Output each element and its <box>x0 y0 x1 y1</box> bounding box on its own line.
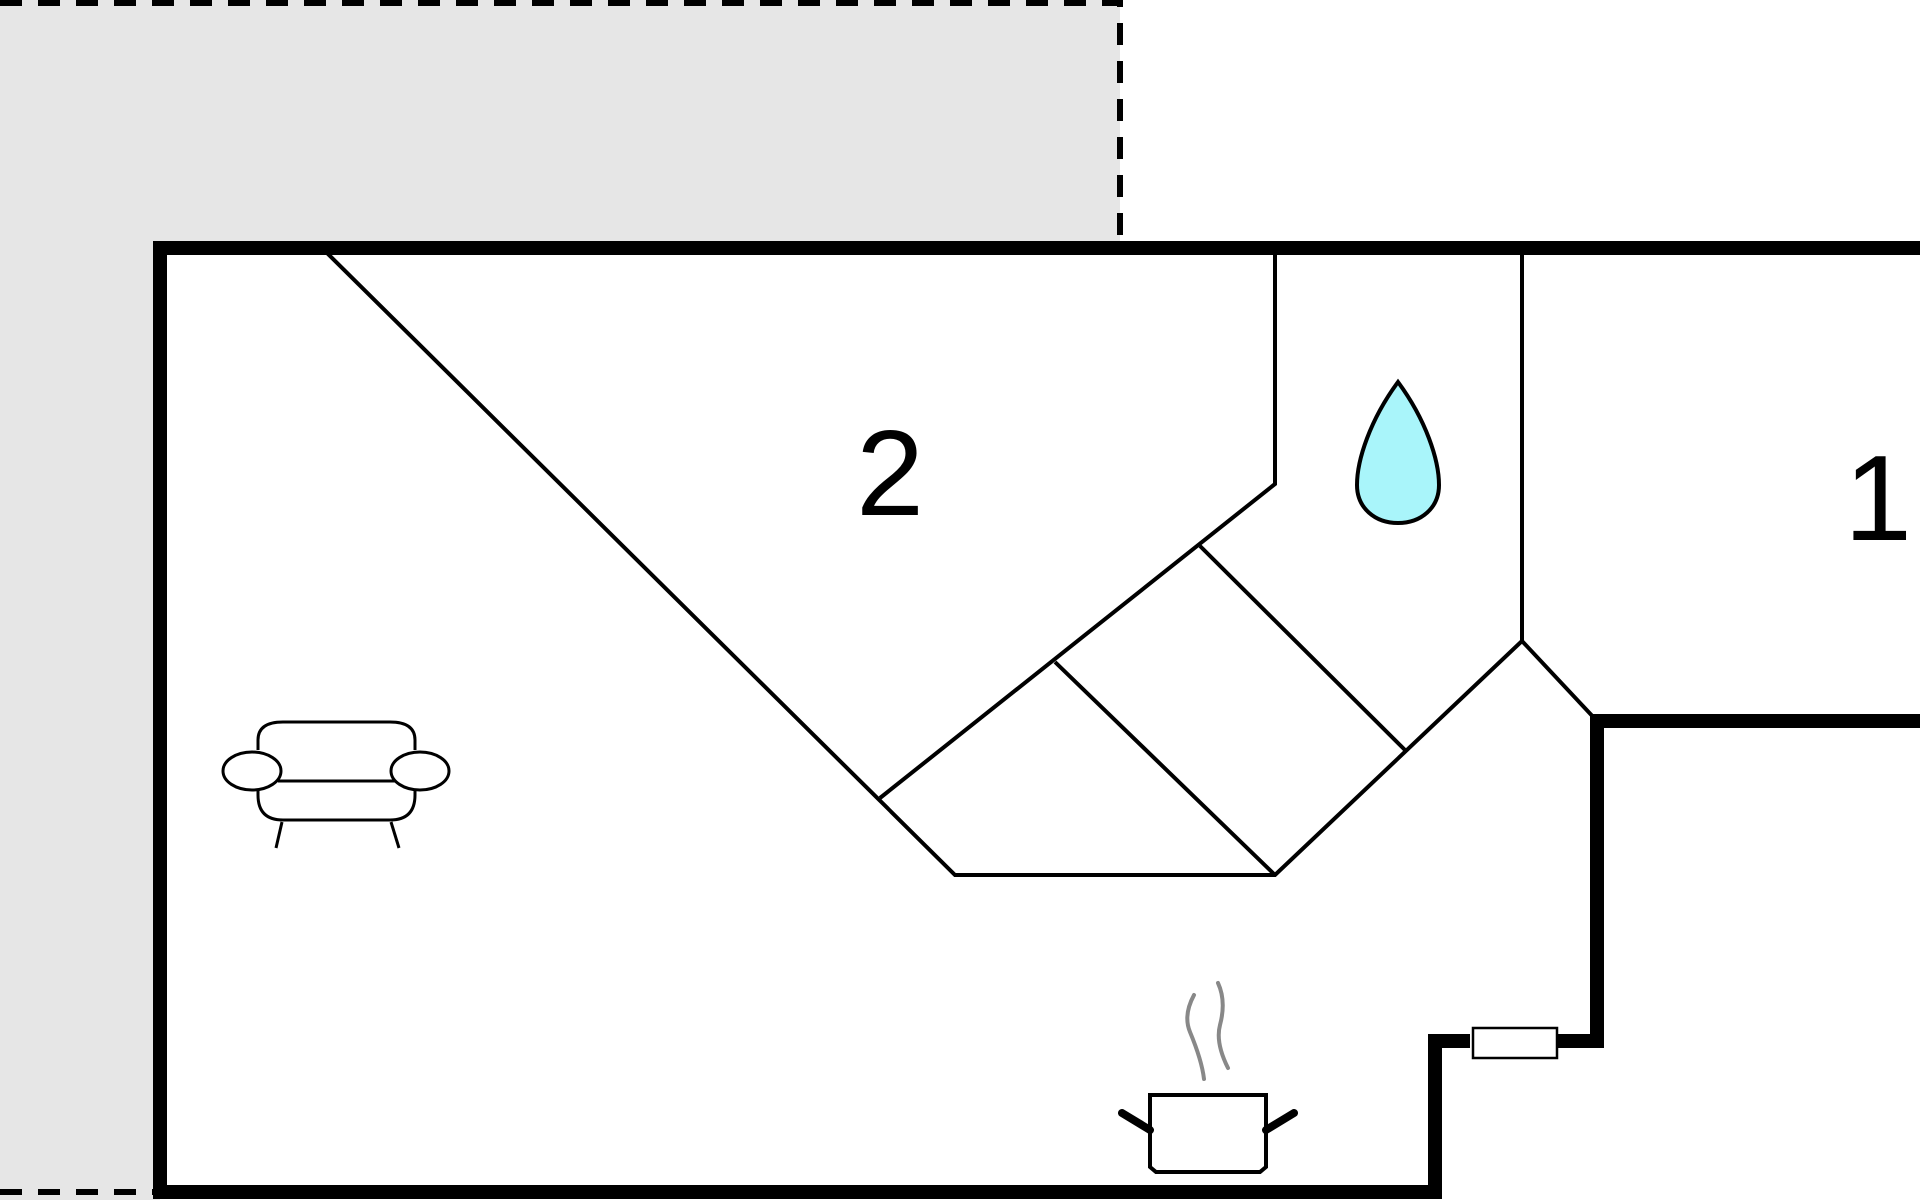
interior-walls <box>324 250 1599 877</box>
cooking-pot-icon <box>1118 981 1298 1174</box>
water-drop-icon <box>1354 378 1442 526</box>
outside-area <box>0 0 1120 1200</box>
exterior-wall <box>153 241 1920 1199</box>
room-label-1: 1 <box>1844 430 1912 566</box>
exterior-wall-east <box>1555 714 1920 1048</box>
outside-area-boundary <box>0 0 1123 1195</box>
sofa-icon <box>221 720 451 849</box>
room-label-2: 2 <box>856 405 924 541</box>
door-icon <box>1471 1026 1559 1060</box>
